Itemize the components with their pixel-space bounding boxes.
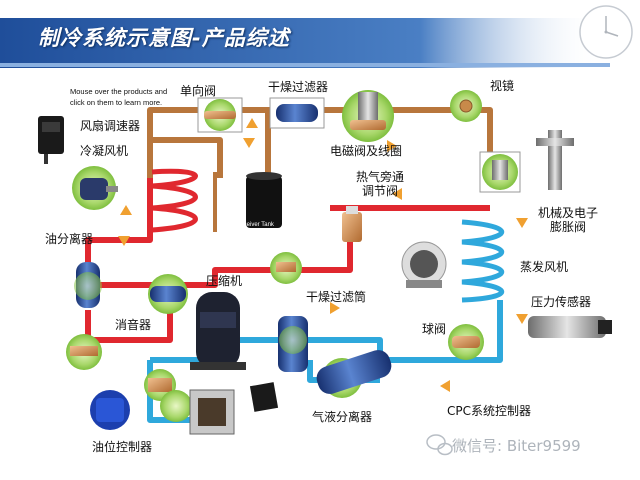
filter-drier-top-icon[interactable] (269, 97, 325, 129)
title-banner (0, 18, 610, 68)
label-evaporator-fan: 蒸发风机 (520, 260, 569, 274)
page-title: 制冷系统示意图-产品综述 (38, 26, 290, 50)
check-valve-icon[interactable] (197, 97, 243, 133)
evaporator-coil (461, 219, 504, 303)
flow-arrows (118, 118, 528, 392)
wechat-watermark-icon (426, 434, 453, 456)
instruction-text: Mouse over the products and click on the… (70, 87, 168, 107)
label-filter-drier-top: 干燥过滤器 (268, 80, 329, 94)
compressor-icon[interactable] (190, 292, 246, 370)
clock-icon (579, 5, 633, 59)
label-check-valve: 单向阀 (180, 84, 217, 98)
label-mechanical-electronic-exv: 机械及电子 膨胀阀 (537, 206, 598, 234)
label-oil-level-controller: 油位控制器 (92, 440, 153, 454)
condenser-fan-icon[interactable] (72, 166, 118, 210)
label-hot-gas-bypass: 热气旁通 调节阀 (355, 170, 404, 198)
label-oil-separator: 油分离器 (45, 232, 94, 246)
label-cpc-controller: CPC系统控制器 (447, 404, 531, 418)
oil-separator-icon[interactable] (74, 262, 102, 308)
pressure-transmitter-icon[interactable] (528, 316, 612, 338)
label-sight-glass: 视镜 (490, 79, 515, 93)
muffler-icon[interactable] (148, 274, 188, 314)
condenser-coil (151, 168, 217, 233)
label-solenoid-valve: 电磁阀及线圈 (330, 144, 403, 158)
label-accumulator: 气液分离器 (312, 410, 373, 424)
fan-speed-controller-icon[interactable] (38, 116, 64, 164)
label-muffler: 消音器 (115, 318, 152, 332)
receiver-tank-icon[interactable] (246, 172, 282, 228)
filter-drier-cartridge-icon[interactable] (278, 316, 308, 372)
electronic-expansion-valve-icon[interactable] (536, 130, 574, 190)
label-condenser-fan: 冷凝风机 (80, 144, 129, 158)
wechat-watermark: 微信号: Biter9599 (452, 437, 581, 455)
label-receiver-tank: Receiver Tank (236, 222, 274, 228)
expansion-valve-icon[interactable] (479, 151, 521, 193)
solenoid-valve-icon[interactable] (342, 90, 394, 142)
ball-valve-icon[interactable] (448, 324, 484, 360)
hot-gas-solenoid-icon[interactable] (270, 252, 302, 284)
label-compressor: 压缩机 (206, 274, 243, 288)
label-filter-drier-cartridge: 干燥过滤筒 (306, 290, 367, 304)
label-ball-valve: 球阀 (422, 322, 447, 336)
label-fan-speed-controller: 风扇调速器 (80, 119, 141, 133)
sight-glass-icon[interactable] (450, 90, 482, 122)
lower-valve-icons[interactable] (66, 334, 192, 422)
evaporator-fan-icon[interactable] (401, 241, 447, 288)
oil-level-controller-icon[interactable] (90, 390, 130, 430)
controller-module-icons[interactable] (189, 382, 279, 435)
label-pressure-transmitter: 压力传感器 (531, 295, 592, 309)
hot-gas-bypass-valve-icon[interactable] (342, 206, 362, 242)
accumulator-icon[interactable] (314, 347, 395, 398)
